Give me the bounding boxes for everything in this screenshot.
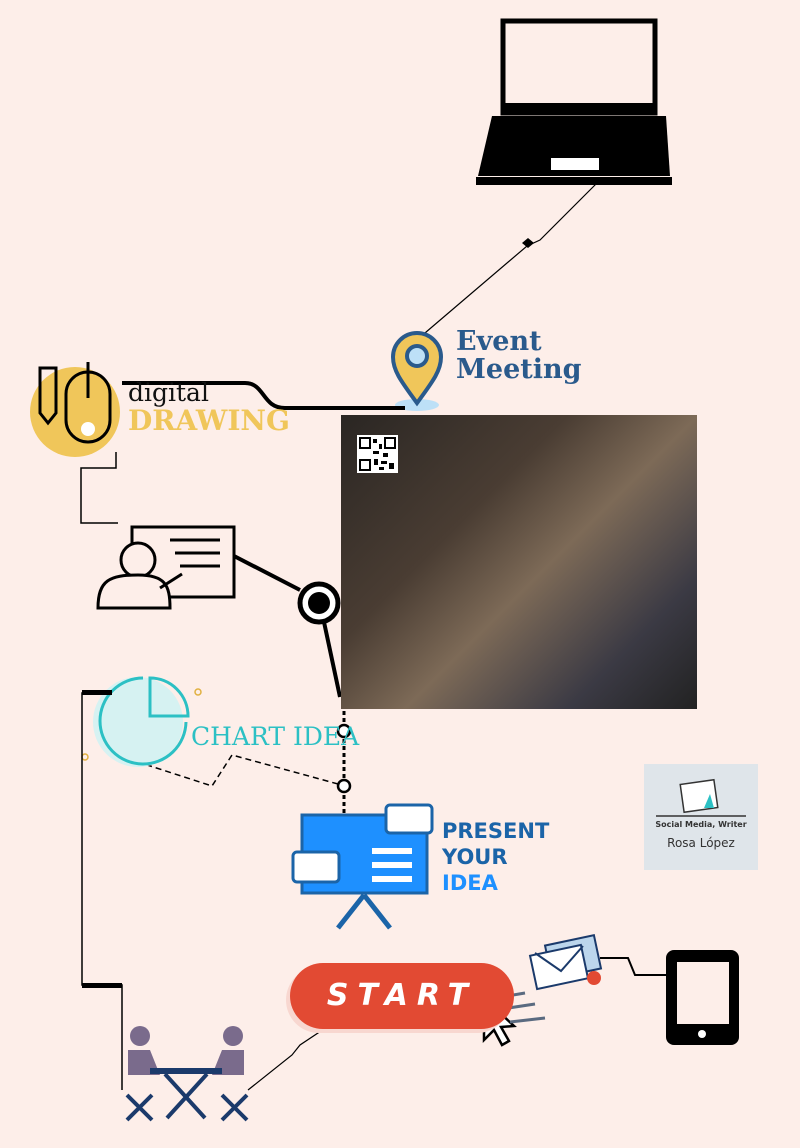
author-logo: Social Media, Writer Rosa López (644, 764, 758, 870)
meeting-people-icon (125, 1026, 249, 1122)
meeting-photo (341, 415, 697, 709)
present-line3: IDEA (442, 871, 498, 895)
location-pin-icon (390, 331, 444, 411)
event-meeting-title: Event Meeting (456, 328, 581, 384)
presentation-board-icon (291, 803, 434, 930)
digital-label: digital (128, 378, 209, 407)
chart-pie-icon (81, 676, 202, 767)
tablet-icon (666, 950, 739, 1045)
laptop-icon (476, 18, 672, 185)
drawing-label: DRAWING (128, 404, 290, 437)
presenter-icon (96, 525, 236, 610)
qr-code-icon (357, 435, 398, 473)
logo-subtitle: Social Media, Writer (655, 820, 747, 829)
chart-idea-label: CHART IDEA (191, 722, 360, 751)
present-line2: YOUR (442, 845, 508, 869)
start-button[interactable]: START (290, 963, 514, 1029)
event-line2: Meeting (456, 354, 582, 385)
email-icon (483, 933, 603, 1024)
present-line1: PRESENT (442, 819, 550, 843)
book-icon (656, 778, 746, 817)
pencil-mouse-icon (30, 362, 120, 457)
logo-name: Rosa López (667, 836, 735, 850)
present-idea-label: PRESENT YOUR IDEA (442, 818, 549, 896)
event-line1: Event (456, 326, 542, 357)
